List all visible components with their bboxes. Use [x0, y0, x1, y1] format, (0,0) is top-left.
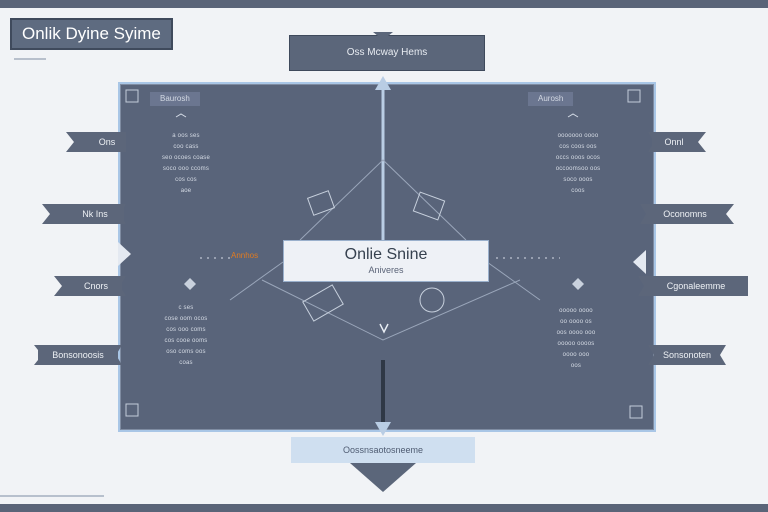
right-label-3: Cgonaleemme: [646, 276, 746, 296]
text-line: ooooo oooos: [557, 341, 595, 347]
left-chevron-icon: [118, 242, 131, 266]
page-title: Onlik Dyine Syime: [10, 18, 173, 50]
text-line: ooooooo oooo: [557, 133, 599, 139]
right-panel-tab: Aurosh: [528, 92, 574, 106]
text-block-upper-right: ooooooo oooo cos coos oos occs ooos ocos…: [522, 131, 634, 197]
text-line: cos cooe ooms: [164, 338, 208, 344]
center-card: Onlie Snine Aniveres: [283, 240, 489, 282]
right-diamond-icon: [572, 278, 584, 290]
drawing-icon-left: [306, 190, 336, 216]
right-chevron-icon: [633, 250, 646, 274]
pencil-icon: [302, 284, 344, 322]
diamond-lower-lines: [261, 279, 521, 341]
orange-label: Annhos: [231, 251, 259, 260]
right-diagonal-line: [486, 261, 541, 301]
text-line: oooo ooo: [562, 352, 590, 358]
text-line: ooooo oooo: [559, 308, 593, 314]
diamond-upper-lines: [299, 159, 467, 241]
text-line: c ses: [178, 305, 194, 311]
left-label-3: Cnors: [70, 276, 122, 296]
left-label-4: Bonsonoosis: [38, 345, 118, 365]
compass-icon: [419, 287, 445, 313]
text-line: oos: [570, 363, 582, 369]
figure-icon: [379, 323, 389, 334]
left-label-1: Ons: [88, 132, 126, 152]
text-block-lower-left: c ses cose oom ocos cos ooo coms cos coo…: [130, 303, 242, 369]
down-arrow-icon: [375, 422, 391, 436]
text-block-lower-right: ooooo oooo oo oooo os oos oooo ooo ooooo…: [520, 306, 632, 372]
upper-left-mark-icon: [175, 113, 187, 118]
left-diamond-icon: [184, 278, 196, 290]
corner-icon-br: [629, 405, 643, 419]
footer-rule: [0, 495, 104, 497]
left-diagonal-line: [229, 261, 284, 301]
corner-icon-bl: [125, 403, 139, 417]
bottom-banner: Oossnsaotosneeme: [291, 437, 475, 463]
bottom-pointer-icon: [350, 463, 416, 492]
left-panel-tab: Baurosh: [150, 92, 200, 106]
upper-right-mark-icon: [567, 113, 579, 118]
text-line: seo ocoes coase: [161, 155, 211, 161]
center-subtitle: Aniveres: [368, 265, 404, 275]
text-line: cos cos: [175, 177, 197, 183]
top-notch-icon: [373, 32, 393, 40]
text-line: oos oooo ooo: [556, 330, 596, 336]
right-label-1: Onnl: [652, 132, 696, 152]
title-underline: [14, 58, 46, 60]
left-label-2: Nk Ins: [66, 204, 124, 224]
center-title: Onlie Snine: [344, 246, 428, 263]
text-line: aoe: [180, 188, 192, 194]
text-line: coo cass: [173, 144, 199, 150]
text-line: soco ooo ccoms: [162, 166, 210, 172]
text-line: cose oom ocos: [164, 316, 208, 322]
text-line: occs ooos ocos: [555, 155, 601, 161]
text-line: oo oooo os: [560, 319, 592, 325]
text-line: cos ooo coms: [166, 327, 206, 333]
text-line: coos: [571, 188, 585, 194]
text-line: coas: [179, 360, 193, 366]
drawing-icon-right: [412, 191, 446, 221]
text-line: occoomsoo oos: [555, 166, 601, 172]
right-label-2: Oconomns: [648, 204, 722, 224]
text-line: oso coms oos: [166, 349, 206, 355]
text-block-upper-left: a oos ses coo cass seo ocoes coase soco …: [130, 131, 242, 197]
corner-icon-tr: [627, 89, 641, 103]
up-arrow-icon: [375, 76, 391, 90]
bottom-frame-bar: [0, 504, 768, 512]
top-frame-bar: [0, 0, 768, 8]
right-label-4: Sonsonoten: [654, 345, 720, 365]
text-line: a oos ses: [172, 133, 200, 139]
text-line: cos coos oos: [559, 144, 597, 150]
text-line: soco ooos: [563, 177, 593, 183]
corner-icon-tl: [125, 89, 139, 103]
